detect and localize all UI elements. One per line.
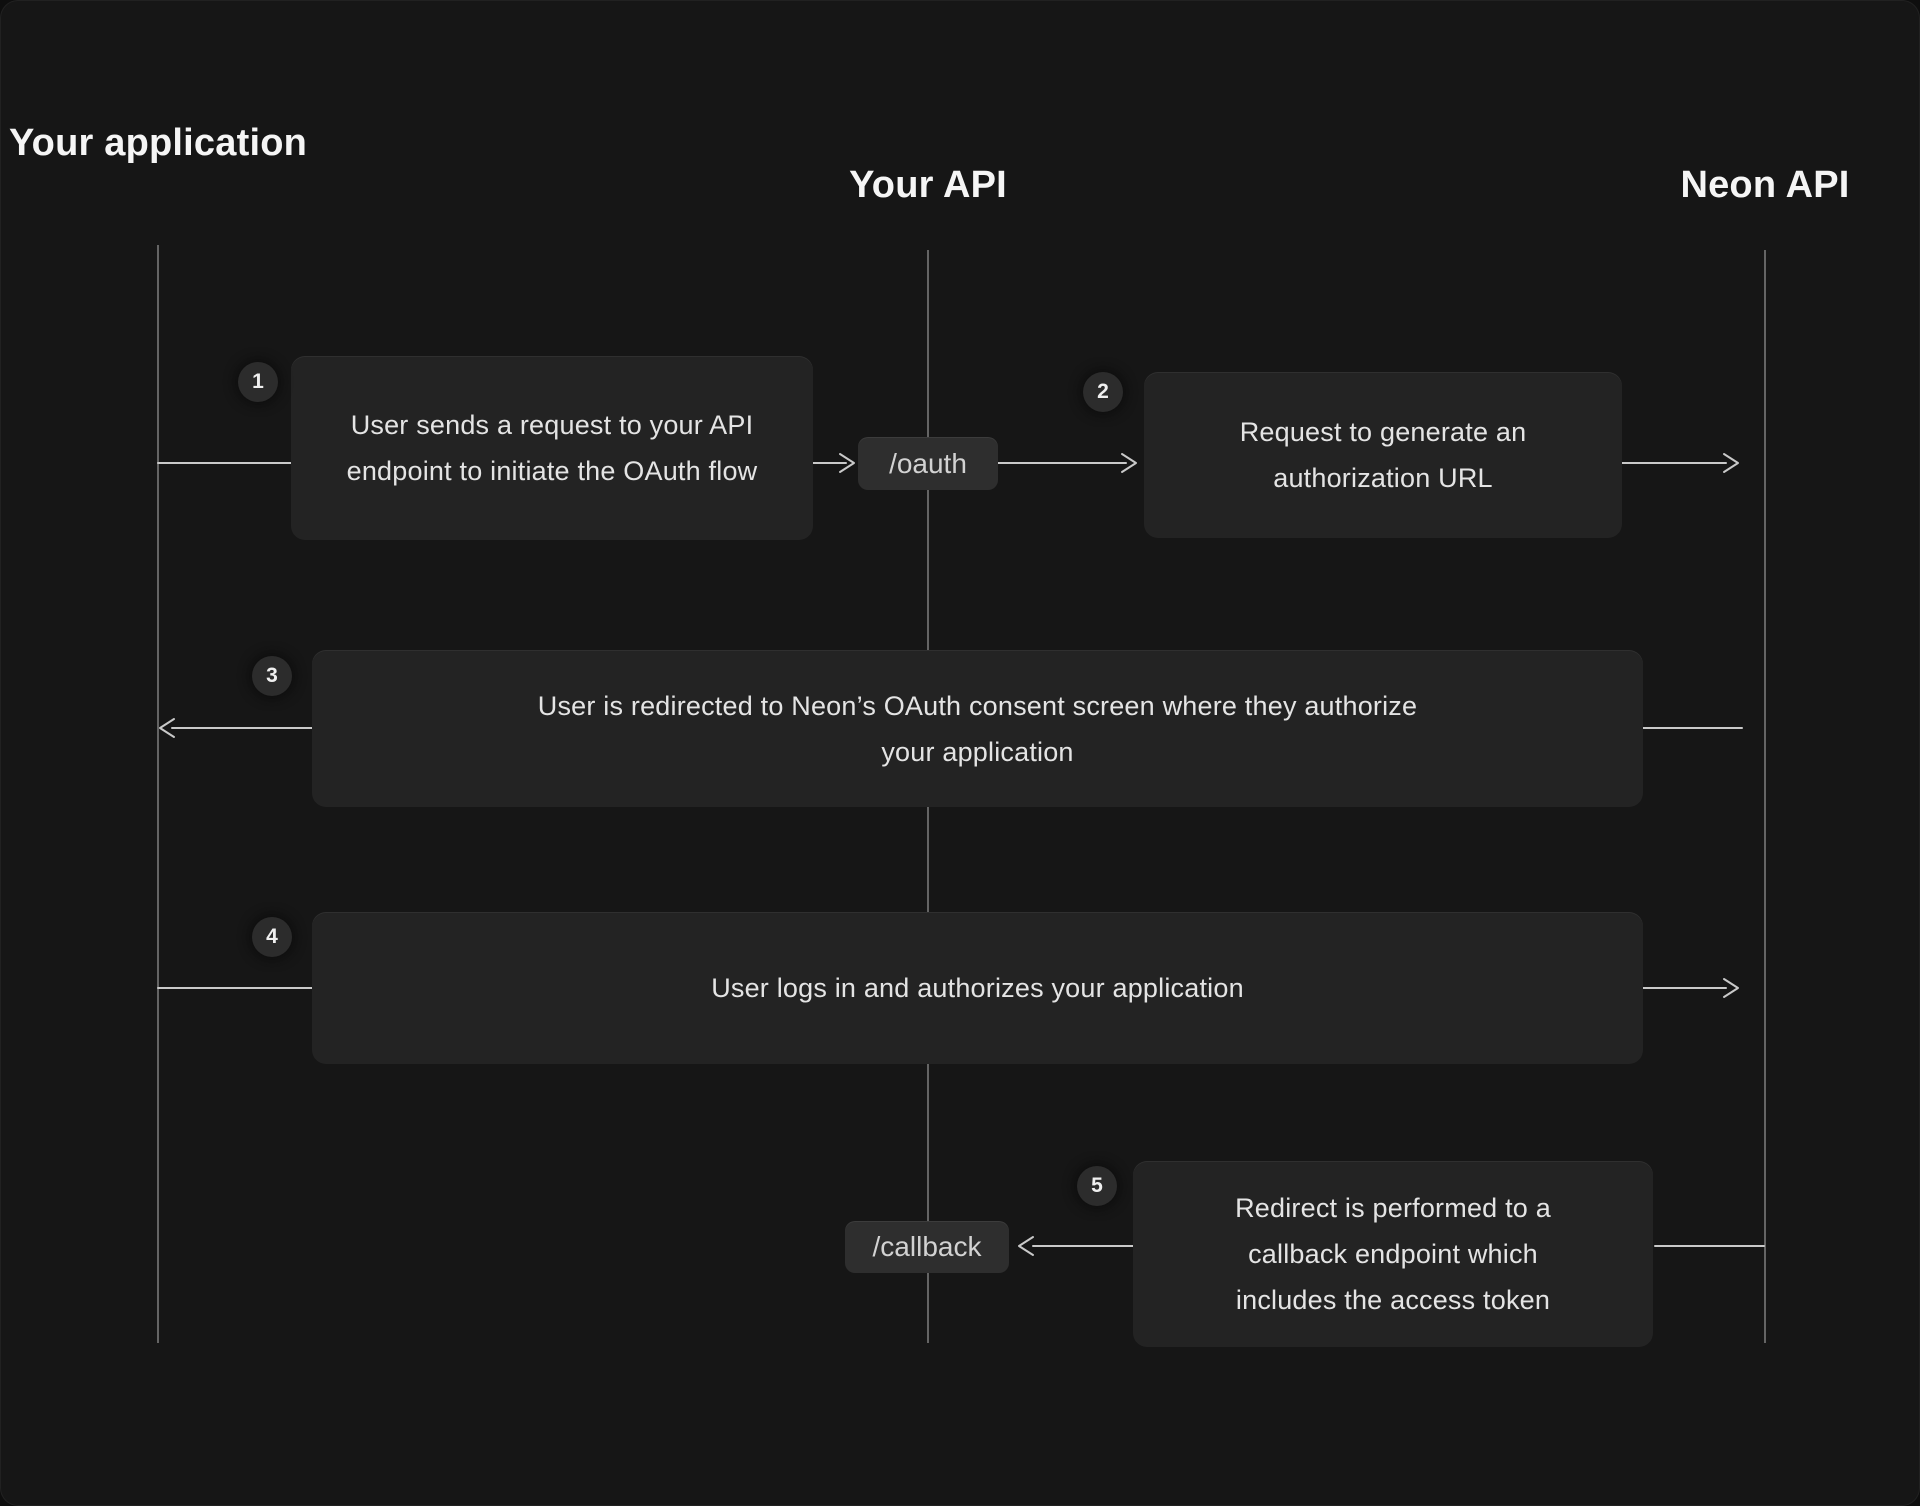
step-3-text: User is redirected to Neon’s OAuth conse… <box>537 690 1418 767</box>
step-4-badge: 4 <box>252 917 292 957</box>
step-4-text: User logs in and authorizes your applica… <box>711 973 1244 1003</box>
arrow-right-icon <box>1121 453 1137 473</box>
arrow-right-icon <box>839 453 855 473</box>
step-5-text: Redirect is performed to a callback endp… <box>1235 1193 1551 1315</box>
step-2-badge: 2 <box>1083 372 1123 412</box>
step-5-box: Redirect is performed to a callback endp… <box>1133 1161 1653 1347</box>
step-5-badge: 5 <box>1077 1166 1117 1206</box>
step-1-box: User sends a request to your API endpoin… <box>291 356 813 540</box>
step-4-box: User logs in and authorizes your applica… <box>312 912 1643 1064</box>
step-1-badge: 1 <box>238 362 278 402</box>
arrow-left-icon <box>159 718 175 738</box>
arrow-left-icon <box>1018 1236 1034 1256</box>
arrow-right-icon <box>1723 978 1739 998</box>
step-2-box: Request to generate an authorization URL <box>1144 372 1622 538</box>
step-3-box: User is redirected to Neon’s OAuth conse… <box>312 650 1643 807</box>
arrow-right-icon <box>1723 453 1739 473</box>
lane-title-neon-api: Neon API <box>1680 164 1850 206</box>
lane-title-your-application: Your application <box>8 122 308 164</box>
lane-title-your-api: Your API <box>849 164 1007 206</box>
callback-endpoint-pill: /callback <box>845 1221 1009 1273</box>
step-3-badge: 3 <box>252 656 292 696</box>
oauth-endpoint-pill: /oauth <box>858 437 998 490</box>
step-1-text: User sends a request to your API endpoin… <box>346 410 758 486</box>
step-2-text: Request to generate an authorization URL <box>1239 417 1527 493</box>
